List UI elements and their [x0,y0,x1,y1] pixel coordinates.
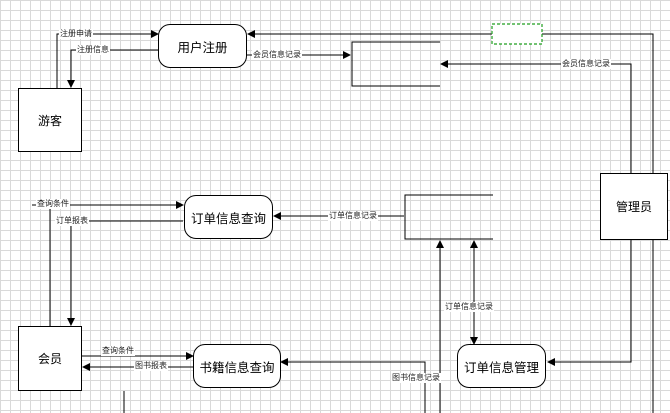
flow-admin-register [247,30,654,173]
order-store [404,194,493,240]
process-order-manage-label: 订单信息管理 [463,359,539,375]
flow-label-book-report: 图书报表 [134,361,168,371]
flow-order-report [67,220,183,326]
member-store [351,41,440,87]
entity-admin-label: 管理员 [615,200,652,214]
process-order-query-label: 订单信息查询 [190,210,266,226]
flow-label-register-info: 注册信息 [76,45,110,55]
entity-visitor-label: 游客 [37,113,62,128]
process-order-manage[interactable]: 订单信息管理 [457,344,546,388]
flow-register-apply [56,30,159,88]
process-order-query[interactable]: 订单信息查询 [184,195,273,239]
flow-label-order-query-cond: 查询条件 [36,199,70,209]
flow-label-order-record-1: 订单信息记录 [328,211,378,221]
entity-visitor[interactable]: 游客 [18,88,82,152]
flow-admin-order [547,240,632,366]
process-user-register-label: 用户注册 [177,39,228,55]
flow-label-book-query-cond: 查询条件 [101,346,135,356]
process-book-query[interactable]: 书籍信息查询 [193,344,281,388]
entity-admin[interactable]: 管理员 [600,173,668,240]
flow-label-order-record-2: 订单信息记录 [444,302,494,312]
flow-label-order-report: 订单报表 [55,216,89,226]
flow-book-record [280,358,426,413]
flow-label-register-apply: 注册申请 [59,29,93,39]
process-user-register[interactable]: 用户注册 [158,24,247,68]
selected-empty-shape [491,23,543,45]
entity-member[interactable]: 会员 [18,326,82,391]
flow-label-member-record-2: 会员信息记录 [561,59,611,69]
flow-label-member-record-1: 会员信息记录 [252,50,302,60]
process-book-query-label: 书籍信息查询 [199,359,275,375]
flow-label-book-record: 图书信息记录 [391,373,441,383]
flow-register-info [67,49,158,88]
flow-member-record-2 [440,60,632,173]
entity-member-label: 会员 [37,352,62,366]
